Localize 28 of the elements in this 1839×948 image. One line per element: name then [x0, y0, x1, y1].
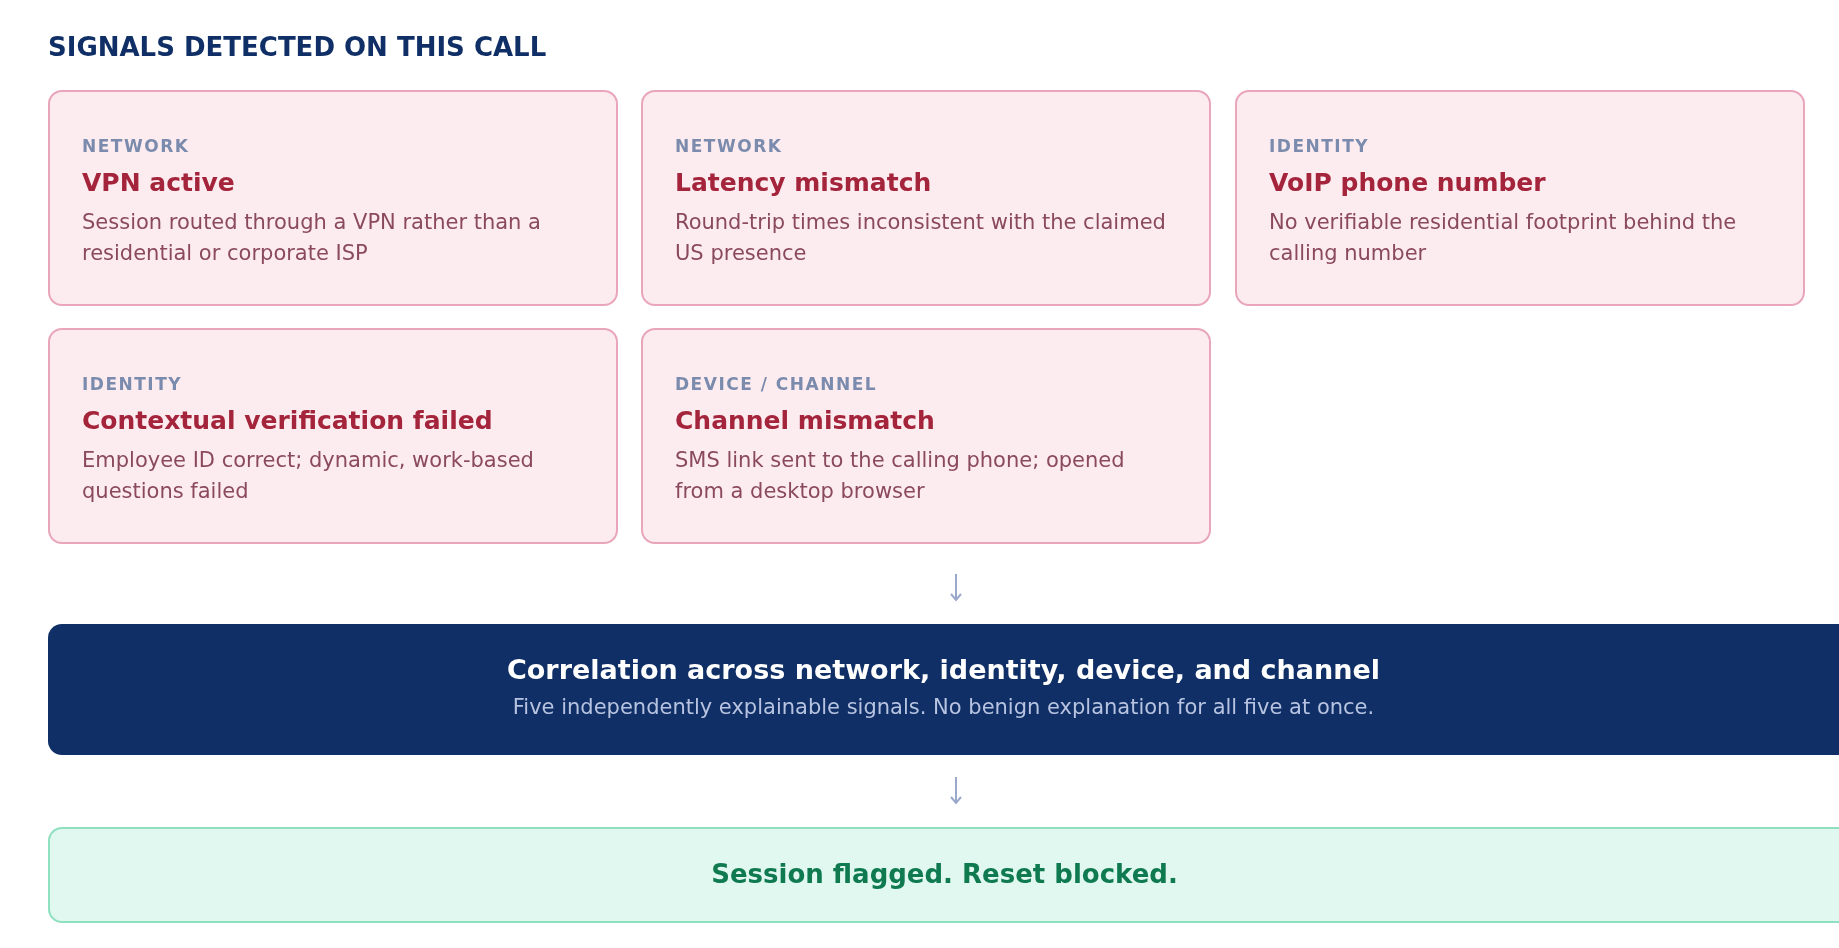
result-banner: [48, 827, 1839, 923]
signal-description: Employee ID correct; dynamic, work-based questions failed: [82, 447, 535, 505]
category-label: NETWORK: [82, 136, 190, 156]
arrow: [950, 573, 962, 601]
result-text: Session flagged. Reset blocked.: [711, 859, 1178, 889]
category-label: NETWORK: [675, 136, 783, 156]
arrow: [950, 776, 962, 804]
signal-title: Latency mismatch: [675, 168, 932, 197]
signal-card: [641, 328, 1211, 544]
signal-description: Session routed through a VPN rather than a residential or corporate ISP: [82, 209, 542, 267]
signal-card: [1235, 90, 1805, 306]
signal-description: No verifiable residential footprint behind the calling number: [1269, 209, 1738, 267]
category-label: IDENTITY: [82, 374, 183, 394]
signal-description: SMS link sent to the calling phone; opened from a desktop browser: [675, 447, 1126, 505]
signal-title: Contextual verification failed: [82, 406, 493, 435]
signal-card: [48, 328, 618, 544]
section-heading: SIGNALS DETECTED ON THIS CALL: [48, 32, 547, 62]
signal-card: [641, 90, 1211, 306]
correlation-description: Five independently explainable signals. No benign explanation for all five at once.: [512, 695, 1375, 719]
signal-title: VoIP phone number: [1269, 168, 1546, 197]
category-label: IDENTITY: [1269, 136, 1370, 156]
correlation-banner: [48, 624, 1839, 755]
signal-title: VPN active: [82, 168, 235, 197]
correlation-title: Correlation across network, identity, device, and channel: [506, 654, 1380, 685]
signal-title: Channel mismatch: [675, 406, 935, 435]
signal-card: [48, 90, 618, 306]
signal-description: Round-trip times inconsistent with the claimed US presence: [675, 209, 1167, 267]
category-label: DEVICE / CHANNEL: [675, 374, 878, 394]
